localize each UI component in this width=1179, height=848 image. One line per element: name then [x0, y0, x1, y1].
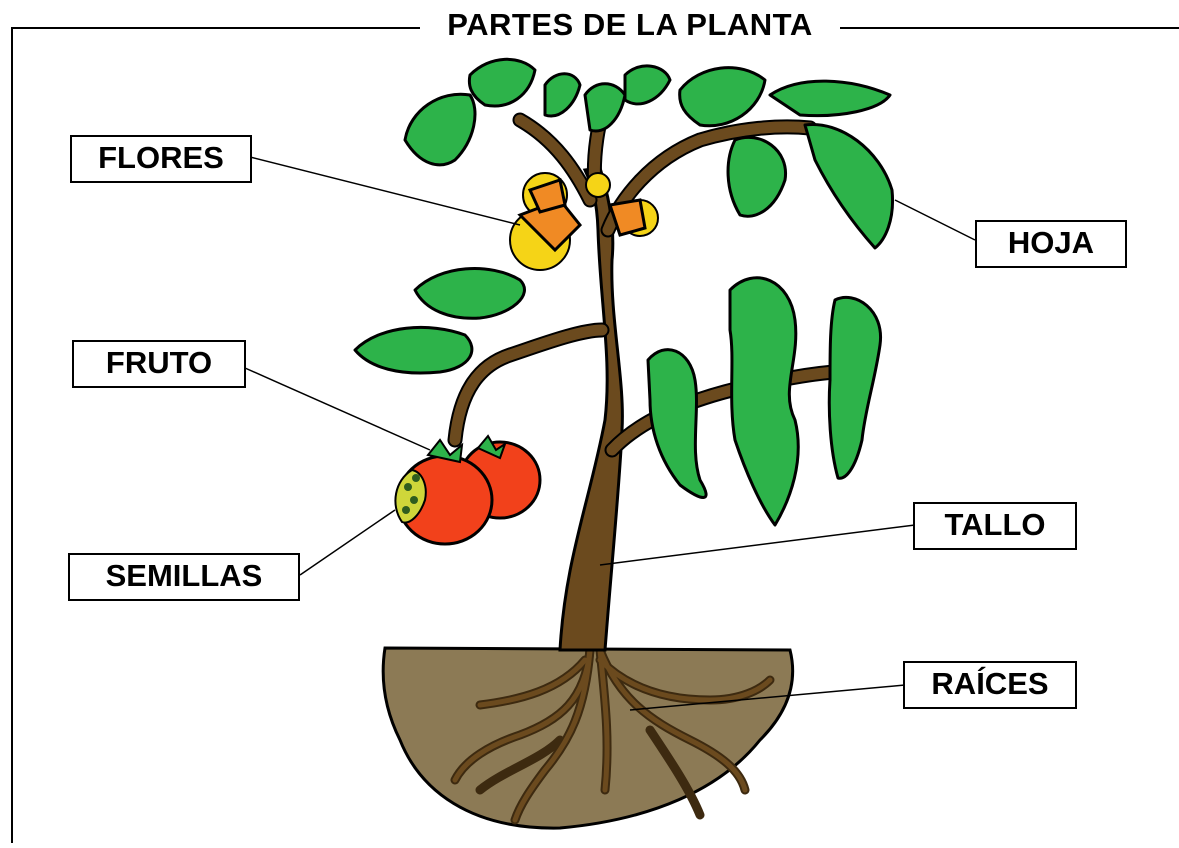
leaf-top-4	[623, 64, 672, 106]
page-title: PARTES DE LA PLANTA	[420, 6, 840, 44]
leaf-right-lower-3	[827, 295, 882, 480]
label-hoja: HOJA	[975, 220, 1127, 268]
fruit	[394, 434, 542, 546]
roots-inner	[452, 647, 773, 823]
frame-border	[11, 27, 1179, 843]
leaf-mid-left-1	[413, 267, 526, 320]
pointer-lines	[244, 156, 976, 711]
label-tallo: TALLO	[913, 502, 1077, 550]
label-fruto: FRUTO	[72, 340, 246, 388]
leaf-top-right-2	[768, 79, 892, 118]
leaf-right-lower-2	[728, 276, 800, 527]
label-semillas: SEMILLAS	[68, 553, 300, 601]
label-flores: FLORES	[70, 135, 252, 183]
leaf-top-3	[583, 82, 627, 133]
leaf-top-2	[543, 72, 582, 118]
flowers	[509, 172, 659, 271]
leaves	[353, 57, 895, 527]
leaf-right-big	[803, 122, 895, 250]
leaf-top-right-1	[678, 66, 767, 128]
leaf-top-left	[403, 92, 477, 167]
leaf-right-lower-1	[646, 348, 708, 499]
leaf-right-mid	[726, 135, 787, 218]
leaf-mid-left-2	[353, 326, 474, 375]
label-raices: RAÍCES	[903, 661, 1077, 709]
leaf-top-1	[467, 57, 537, 108]
